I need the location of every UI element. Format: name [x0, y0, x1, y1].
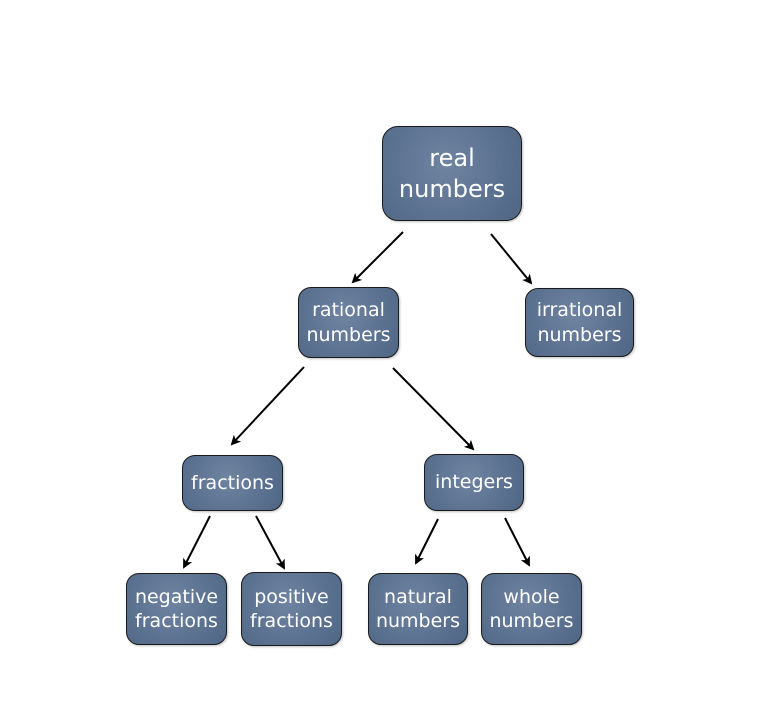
node-label: fractions [191, 471, 274, 494]
node-integers: integers [424, 454, 524, 511]
node-whole-numbers: whole numbers [481, 573, 582, 645]
node-natural-numbers: natural numbers [368, 573, 468, 645]
node-label: whole numbers [489, 585, 574, 632]
arrow-fractions-to-negative [183, 515, 211, 569]
node-real-numbers: real numbers [382, 126, 522, 221]
node-rational-numbers: rational numbers [298, 287, 399, 358]
node-label: real numbers [398, 143, 506, 203]
node-negative-fractions: negative fractions [126, 573, 227, 645]
node-label: positive fractions [250, 585, 333, 632]
node-label: integers [435, 471, 513, 494]
node-label: negative fractions [134, 585, 219, 632]
node-fractions: fractions [182, 455, 283, 511]
arrow-integers-to-whole [504, 517, 530, 567]
arrow-rational-to-fractions [230, 366, 305, 446]
node-irrational-numbers: irrational numbers [525, 288, 634, 357]
arrow-rational-to-integers [392, 367, 475, 451]
arrow-real-to-irrational [490, 233, 533, 285]
arrow-integers-to-natural [415, 518, 439, 565]
arrow-real-to-rational [351, 231, 404, 284]
arrow-fractions-to-positive [255, 515, 285, 570]
node-label: irrational numbers [536, 299, 623, 346]
node-label: rational numbers [306, 299, 391, 346]
node-positive-fractions: positive fractions [241, 572, 342, 646]
node-label: natural numbers [375, 585, 461, 632]
